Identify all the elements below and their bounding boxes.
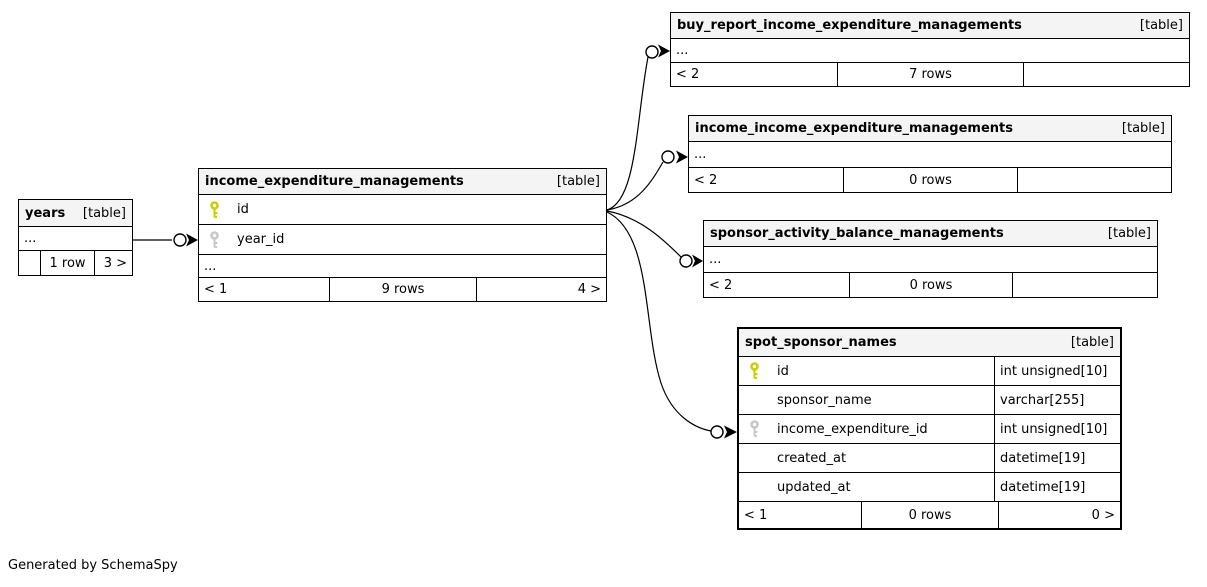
column-name-cell: id	[739, 357, 994, 385]
table-buy-report-income-expenditure-managements[interactable]: buy_report_income_expenditure_management…	[670, 12, 1190, 87]
column-row: id	[199, 195, 606, 225]
table-sponsor-activity-balance-managements[interactable]: sponsor_activity_balance_managements [ta…	[703, 220, 1158, 298]
table-income-income-footer: < 2 0 rows	[689, 168, 1171, 192]
foreign-key-icon	[749, 420, 760, 438]
table-name: spot_sponsor_names	[745, 335, 897, 350]
hidden-columns-ellipsis: ...	[689, 142, 1171, 168]
footer-row-count: 7 rows	[836, 63, 1023, 86]
table-buy-report-footer: < 2 7 rows	[671, 63, 1189, 86]
footer-parents: < 2	[676, 67, 700, 82]
footer-children	[1023, 63, 1189, 86]
table-buy-report-header: buy_report_income_expenditure_management…	[671, 13, 1189, 39]
table-name: buy_report_income_expenditure_management…	[677, 18, 1022, 33]
connector-iem-to-spot-sponsor-names	[606, 211, 712, 432]
table-years-header: years [table]	[19, 200, 132, 227]
table-tag: [table]	[556, 174, 600, 189]
table-income-income-header: income_income_expenditure_managements [t…	[689, 116, 1171, 142]
primary-key-icon	[209, 200, 220, 219]
foreign-key-icon	[209, 230, 220, 249]
column-row: id int unsigned[10]	[739, 357, 1120, 386]
footer-parents: < 1	[204, 282, 228, 297]
column-name: id	[237, 202, 249, 217]
column-type: int unsigned[10]	[994, 357, 1120, 385]
hidden-columns-ellipsis: ...	[704, 247, 1157, 273]
footer-parents: < 2	[694, 172, 718, 188]
table-sponsor-activity-header: sponsor_activity_balance_managements [ta…	[704, 221, 1157, 247]
table-tag: [table]	[82, 205, 126, 221]
column-type: datetime[19]	[994, 444, 1120, 472]
hidden-columns-ellipsis: ...	[19, 227, 132, 251]
footer-parents: < 2	[709, 277, 733, 293]
footer-children	[1012, 273, 1157, 297]
generated-by-credit: Generated by SchemaSpy	[8, 558, 178, 573]
column-name-cell: sponsor_name	[739, 386, 994, 414]
footer-row-count: 0 rows	[860, 502, 998, 528]
column-row: sponsor_name varchar[255]	[739, 386, 1120, 415]
connector-iem-to-income-income	[606, 161, 664, 211]
column-name: id	[777, 363, 789, 379]
hidden-columns-ellipsis: ...	[199, 255, 606, 278]
primary-key-icon	[749, 362, 760, 380]
footer-children: 0 >	[998, 502, 1120, 528]
table-income-income-expenditure-managements[interactable]: income_income_expenditure_managements [t…	[688, 115, 1172, 193]
table-tag: [table]	[1070, 335, 1114, 350]
column-row: updated_at datetime[19]	[739, 473, 1120, 502]
table-iem-footer: < 1 9 rows 4 >	[199, 278, 606, 301]
table-name: income_income_expenditure_managements	[695, 121, 1013, 136]
connector-dot-sponsor-activity	[679, 254, 693, 268]
connector-dot-buy-report	[645, 45, 659, 59]
column-type: varchar[255]	[994, 386, 1120, 414]
footer-row-count: 1 row	[40, 251, 93, 275]
column-name-cell: updated_at	[739, 473, 994, 501]
connector-dot-spot-sponsor-names	[710, 425, 724, 439]
table-name: income_expenditure_managements	[205, 174, 464, 189]
connector-dot-income-income	[661, 150, 675, 164]
hidden-columns-ellipsis: ...	[671, 39, 1189, 63]
column-name: year_id	[237, 232, 285, 247]
column-name: updated_at	[777, 479, 851, 495]
table-spot-sponsor-names-header: spot_sponsor_names [table]	[739, 329, 1120, 357]
column-name-cell: income_expenditure_id	[739, 415, 994, 443]
footer-row-count: 9 rows	[329, 278, 476, 301]
connector-iem-to-buy-report	[606, 56, 649, 211]
column-type: datetime[19]	[994, 473, 1120, 501]
footer-row-count: 0 rows	[848, 273, 1012, 297]
table-spot-sponsor-names-footer: < 1 0 rows 0 >	[739, 502, 1120, 528]
table-tag: [table]	[1121, 121, 1165, 136]
column-name: sponsor_name	[777, 392, 872, 408]
connector-iem-to-sponsor-activity	[606, 210, 682, 258]
table-name: sponsor_activity_balance_managements	[710, 226, 1004, 241]
connector-arrow-buy-report	[658, 44, 670, 58]
connector-dot-years	[173, 233, 187, 247]
table-sponsor-activity-footer: < 2 0 rows	[704, 273, 1157, 297]
column-name-cell: year_id	[199, 225, 606, 254]
column-name: income_expenditure_id	[777, 421, 928, 437]
table-years-footer: 1 row 3 >	[19, 251, 132, 275]
footer-parents: < 1	[744, 507, 768, 523]
column-row: year_id	[199, 225, 606, 255]
table-iem-header: income_expenditure_managements [table]	[199, 169, 606, 195]
column-type: int unsigned[10]	[994, 415, 1120, 443]
footer-children: 3 >	[93, 251, 132, 275]
connector-arrow-spot-sponsor-names	[724, 425, 737, 439]
table-income-expenditure-managements[interactable]: income_expenditure_managements [table] i…	[198, 168, 607, 302]
column-name: created_at	[777, 450, 847, 466]
column-row: created_at datetime[19]	[739, 444, 1120, 473]
table-name: years	[25, 205, 66, 221]
table-years[interactable]: years [table] ... 1 row 3 >	[18, 199, 133, 276]
table-tag: [table]	[1107, 226, 1151, 241]
footer-parents	[19, 251, 40, 275]
column-name-cell: id	[199, 195, 606, 224]
table-spot-sponsor-names[interactable]: spot_sponsor_names [table] id int unsign…	[737, 327, 1122, 530]
table-tag: [table]	[1139, 18, 1183, 33]
connector-arrow-income-income	[676, 150, 688, 164]
footer-row-count: 0 rows	[843, 168, 1017, 192]
footer-children	[1016, 168, 1171, 192]
column-row: income_expenditure_id int unsigned[10]	[739, 415, 1120, 444]
connector-arrow-years	[186, 233, 198, 247]
footer-children: 4 >	[475, 278, 606, 301]
column-name-cell: created_at	[739, 444, 994, 472]
connector-arrow-sponsor-activity	[692, 254, 703, 268]
